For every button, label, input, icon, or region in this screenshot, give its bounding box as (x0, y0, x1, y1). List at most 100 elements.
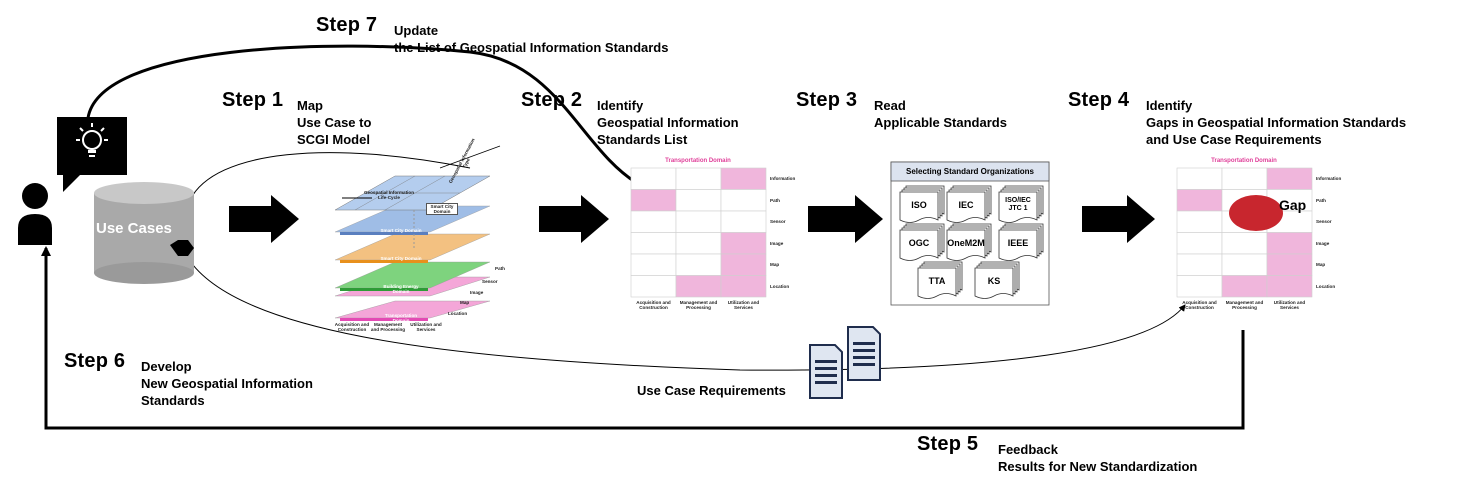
org-doc-stack-shape (974, 267, 1014, 299)
step4-description: Identify Gaps in Geospatial Information … (1146, 97, 1406, 148)
step4-matrix (1176, 167, 1313, 298)
matrix2-cell-2-1 (675, 210, 722, 233)
matrix4-cell-5-2 (1266, 275, 1313, 298)
step3-line-1: Read (874, 98, 906, 113)
matrix2-row-label: Sensor (770, 219, 786, 224)
matrix4-row-label: Location (1316, 283, 1336, 289)
standard-orgs-title: Selecting Standard Organizations (905, 167, 1035, 176)
step3-description: Read Applicable Standards (874, 97, 1007, 131)
gap-label: Gap (1279, 197, 1307, 213)
scgi-side-label-sensor: Sensor (482, 279, 498, 284)
step1-line-2: Use Case to (297, 115, 372, 130)
feedback-loop (41, 246, 1245, 430)
org-label: TTA (928, 276, 946, 286)
matrix2-cell-1-2 (720, 189, 767, 212)
standard-orgs-panel (890, 161, 1050, 306)
matrix2-row-label: Location (770, 283, 790, 289)
matrix2-cell-5-1 (675, 275, 722, 298)
step2-line-3: Standards List (597, 132, 688, 147)
matrix2-cell-4-2 (720, 253, 767, 276)
step3-line-2: Applicable Standards (874, 115, 1007, 130)
matrix2-cell-0-1 (675, 167, 722, 190)
step5-line-1: Feedback (998, 442, 1058, 457)
step2-matrix (630, 167, 767, 298)
step2-description: Identify Geospatial Information Standard… (597, 97, 739, 148)
step7-number: Step 7 (316, 14, 378, 36)
scgi-side-label-location: Location (448, 311, 468, 316)
step1-description: Map Use Case to SCGI Model (297, 97, 371, 148)
big-arrow-2 (539, 195, 609, 243)
matrix2-row-label: Path (770, 197, 780, 203)
matrix2-cell-2-0 (630, 210, 677, 233)
matrix4-cell-2-0 (1176, 210, 1223, 233)
matrix4-cell-0-1 (1221, 167, 1268, 190)
matrix4-column-label: Utilization and Services (1273, 300, 1306, 310)
matrix4-row-label: Path (1316, 197, 1326, 203)
matrix4-row-label: Map (1316, 262, 1326, 267)
matrix4-cell-5-1 (1221, 275, 1268, 298)
matrix4-cell-5-0 (1176, 275, 1223, 298)
step5-line-2: Results for New Standardization (998, 459, 1198, 474)
use-case-requirements-label: Use Case Requirements (637, 383, 786, 398)
hexagon-node (170, 240, 194, 256)
step6-line-3: Standards (141, 393, 205, 408)
scgi-lifecycle-label: Geospatial Information Life-Cycle (363, 190, 415, 200)
step6-line-2: New Geospatial Information (141, 376, 313, 391)
matrix2-title: Transportation Domain (665, 158, 731, 164)
scgi-layer-label-5: Transportation Domain (384, 313, 418, 323)
step1-line-1: Map (297, 98, 323, 113)
matrix2-cell-1-0 (630, 189, 677, 212)
step6-line-1: Develop (141, 359, 192, 374)
step6-description: Develop New Geospatial Information Stand… (141, 358, 313, 409)
gap-ellipse (1229, 195, 1283, 231)
step2-line-2: Geospatial Information (597, 115, 739, 130)
step2-number: Step 2 (521, 89, 583, 111)
scgi-smart-city-domain-label: Smart City Domain (426, 203, 458, 215)
matrix4-cell-3-2 (1266, 232, 1313, 255)
matrix4-cell-4-0 (1176, 253, 1223, 276)
matrix4-cell-4-2 (1266, 253, 1313, 276)
org-label: OGC (908, 238, 930, 248)
matrix4-cell-3-0 (1176, 232, 1223, 255)
org-label: IEC (958, 200, 974, 210)
matrix2-cell-0-2 (720, 167, 767, 190)
matrix2-cell-2-2 (720, 210, 767, 233)
scgi-side-label-path: Path (495, 266, 505, 271)
step2-line-1: Identify (597, 98, 644, 113)
matrix2-cell-3-1 (675, 232, 722, 255)
matrix4-cell-0-2 (1266, 167, 1313, 190)
scgi-layer-label-1: Smart City Domain (380, 228, 422, 233)
matrix4-cell-0-0 (1176, 167, 1223, 190)
step1-line-3: SCGI Model (297, 132, 370, 147)
use-cases-label: Use Cases (96, 220, 172, 237)
org-doc-stack-shape (998, 229, 1038, 261)
matrix2-cell-1-1 (675, 189, 722, 212)
scgi-side-label-map: Map (460, 300, 470, 305)
org-doc-stack-shape (946, 191, 986, 223)
step5-number: Step 5 (917, 433, 979, 455)
matrix4-column-label: Management and Processing (1225, 300, 1264, 310)
step7-line-2: the List of Geospatial Information Stand… (394, 40, 669, 55)
scgi-bottom-label-2: Management and Processing (370, 322, 406, 332)
matrix2-column-label: Acquisition and Construction (636, 300, 671, 310)
matrix4-row-label: Information (1316, 176, 1342, 181)
org-label: IEEE (1007, 238, 1029, 248)
matrix2-cell-5-0 (630, 275, 677, 298)
org-label: OneM2M (947, 238, 985, 248)
matrix4-column-label: Acquisition and Construction (1182, 300, 1217, 310)
big-arrow-1 (229, 195, 299, 243)
step4-line-1: Identify (1146, 98, 1193, 113)
org-label: ISO (911, 200, 927, 210)
scgi-layer-label-2: Smart City Domain (380, 256, 422, 261)
use-cases-cylinder (94, 182, 194, 284)
step7-description: Update the List of Geospatial Informatio… (394, 22, 668, 56)
matrix2-cell-3-0 (630, 232, 677, 255)
documents-icon (809, 326, 881, 399)
step4-number: Step 4 (1068, 89, 1130, 111)
matrix2-cell-4-0 (630, 253, 677, 276)
scgi-layer-label-4: Building Energy Domain (383, 284, 419, 294)
scgi-layer-model (334, 145, 501, 321)
matrix2-cell-4-1 (675, 253, 722, 276)
step7-line-1: Update (394, 23, 439, 38)
